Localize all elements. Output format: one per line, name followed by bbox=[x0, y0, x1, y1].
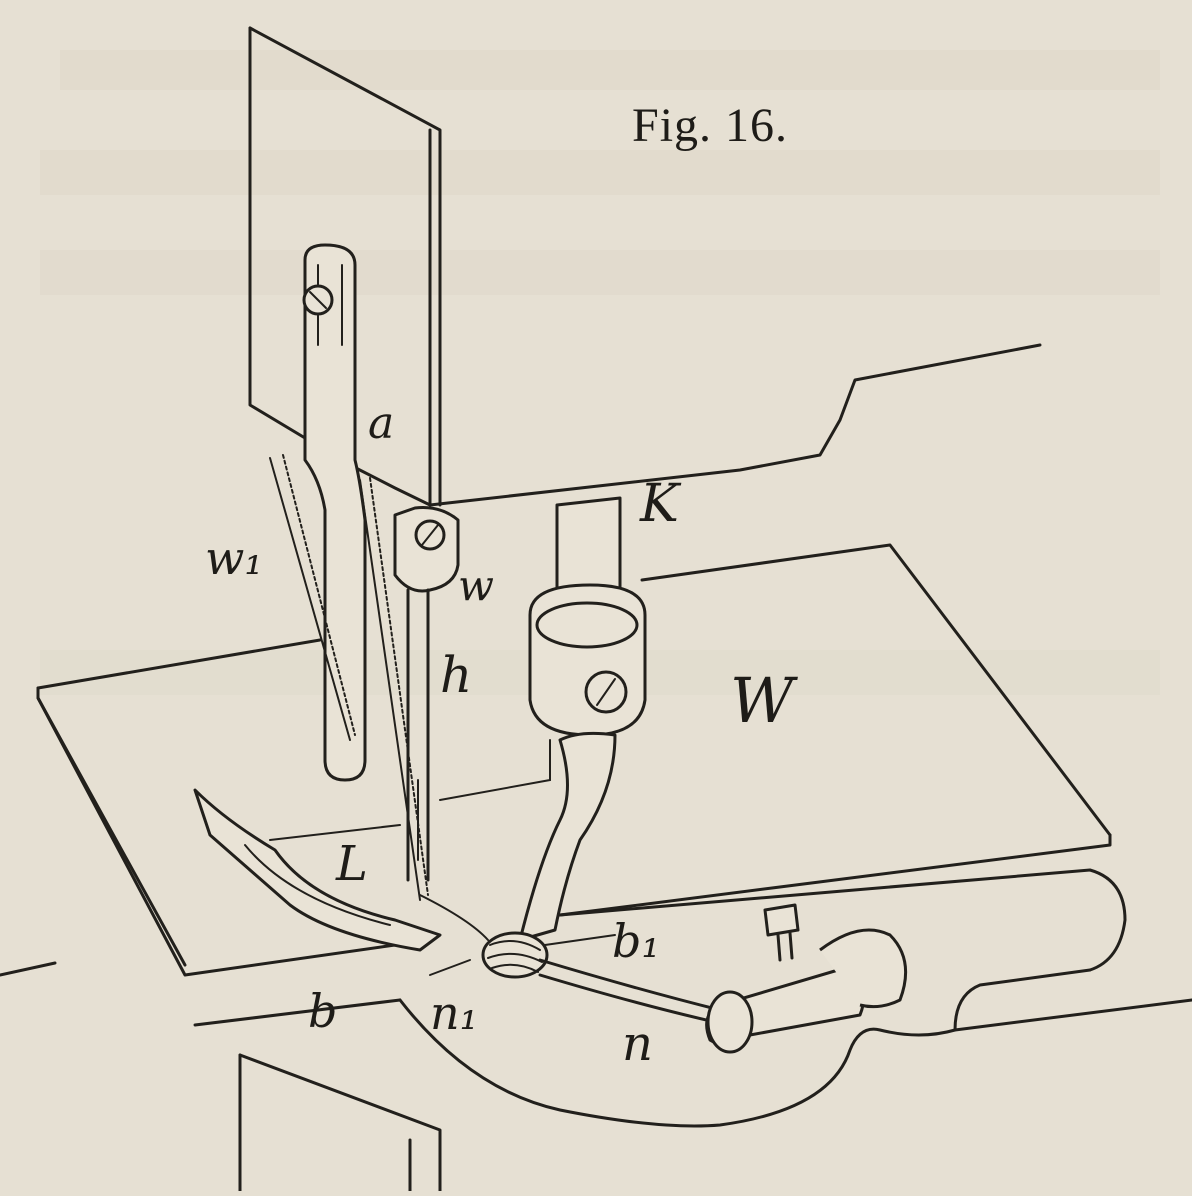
label-K: K bbox=[640, 474, 679, 534]
thread-n-lower bbox=[538, 973, 717, 1024]
work-plate bbox=[36, 543, 1112, 977]
figure-title: Fig. 16. bbox=[632, 99, 789, 152]
machine-arm bbox=[248, 26, 1042, 507]
presser-foot bbox=[193, 731, 617, 952]
label-W: W bbox=[730, 664, 794, 737]
label-h: h bbox=[440, 646, 473, 704]
presser-lifter bbox=[302, 243, 367, 782]
thread-w1 bbox=[269, 457, 351, 741]
thread-b1 bbox=[544, 934, 616, 946]
needle-bar bbox=[393, 506, 460, 882]
machine-bed bbox=[0, 868, 1192, 1193]
label-a: a bbox=[368, 398, 395, 449]
label-n1: n₁ bbox=[430, 986, 479, 1040]
needle-thread bbox=[359, 479, 421, 901]
label-w-small: w bbox=[458, 561, 494, 610]
label-w1: w₁ bbox=[205, 531, 263, 585]
label-n: n bbox=[622, 1016, 653, 1072]
label-b1: b₁ bbox=[612, 914, 660, 968]
label-L: L bbox=[336, 836, 368, 892]
needle-thread-twist bbox=[369, 477, 429, 896]
label-b: b bbox=[308, 984, 338, 1038]
thread-w1-twist bbox=[282, 454, 356, 736]
thread-n-upper bbox=[538, 958, 722, 1012]
presser-bar bbox=[528, 496, 647, 737]
stitch-knot bbox=[419, 894, 549, 979]
